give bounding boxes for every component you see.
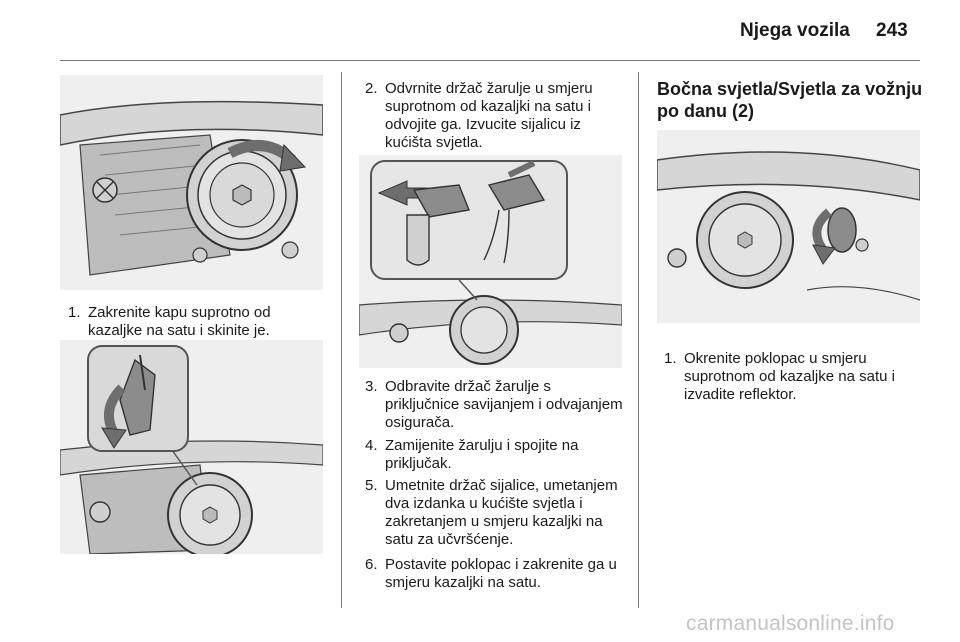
step-text: Postavite poklopac i zakrenite ga u smje… xyxy=(385,556,617,591)
step-text: Odvrnite držač žarulje u smjeru suprotno… xyxy=(385,80,593,151)
step-text: Zamijenite žarulju i spojite na priključ… xyxy=(385,437,579,472)
step-text: Okrenite poklopac u smjeru suprotnom od … xyxy=(684,350,895,403)
figure-side-light xyxy=(657,130,920,323)
step-2-bulb-holder: 2. Odvrnite držač žarulje u smjeru supro… xyxy=(365,80,627,152)
step-4-replace: 4. Zamijenite žarulju i spojite na prikl… xyxy=(365,437,627,473)
figure-headlamp-cap xyxy=(60,75,323,290)
step-text: Umetnite držač sijalice, umetanjem dva i… xyxy=(385,477,618,548)
step-number: 2. xyxy=(365,80,378,97)
step-text: Zakrenite kapu suprotno od kazaljke na s… xyxy=(88,304,271,339)
step-number: 1. xyxy=(68,304,81,321)
step-1-reflector: 1. Okrenite poklopac u smjeru suprotnom … xyxy=(664,350,922,404)
page-number: 243 xyxy=(876,20,908,41)
step-text: Odbravite držač žarulje s priključnice s… xyxy=(385,378,623,431)
step-number: 1. xyxy=(664,350,677,367)
step-number: 3. xyxy=(365,378,378,395)
step-1-cap: 1. Zakrenite kapu suprotno od kazaljke n… xyxy=(68,304,324,340)
section-title: Bočna svjetla/Svjetla za vožnju po danu … xyxy=(657,79,923,121)
figure-cap-removal xyxy=(60,340,323,554)
step-number: 5. xyxy=(365,477,378,494)
step-number: 4. xyxy=(365,437,378,454)
column-divider-right xyxy=(638,72,639,608)
header-divider xyxy=(60,60,920,61)
page-title: Njega vozila xyxy=(740,20,850,41)
watermark: carmanualsonline.info xyxy=(686,612,895,635)
step-6-cover: 6. Postavite poklopac i zakrenite ga u s… xyxy=(365,556,627,592)
step-5-insert: 5. Umetnite držač sijalice, umetanjem dv… xyxy=(365,477,627,549)
column-divider-left xyxy=(341,72,342,608)
step-number: 6. xyxy=(365,556,378,573)
figure-bulb-removal xyxy=(359,155,622,368)
step-3-unlock: 3. Odbravite držač žarulje s priključnic… xyxy=(365,378,627,432)
